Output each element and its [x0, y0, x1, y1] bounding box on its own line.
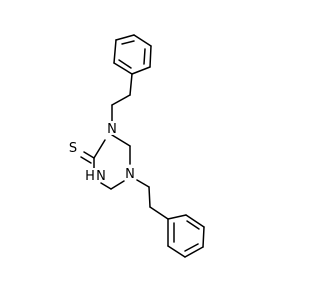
bond	[131, 66, 151, 75]
triazinane-ring	[80, 134, 131, 190]
lower-phenyl-ring	[167, 214, 205, 258]
double-bond-inner	[143, 48, 146, 65]
double-bond-inner	[186, 220, 200, 230]
atom-label-sulfur: S	[66, 140, 80, 156]
bond	[113, 39, 117, 64]
bond	[113, 62, 133, 75]
bond	[185, 214, 205, 228]
lower-ethyl-linker	[136, 179, 169, 220]
atom-label-nitrogen-3: H N	[85, 168, 110, 184]
bond	[110, 180, 125, 190]
upper-ethyl-linker	[111, 73, 133, 123]
bond	[111, 94, 131, 106]
thione-double-bond	[83, 151, 95, 159]
nitrogen-label: N	[107, 122, 117, 137]
hydrogen-label: H	[85, 169, 95, 184]
bond	[129, 73, 133, 96]
nitrogen-label: N	[125, 167, 135, 182]
bond	[93, 139, 106, 159]
structure-diagram: S N N H N	[66, 34, 205, 258]
bond	[202, 226, 205, 248]
sulfur-label: S	[69, 141, 77, 156]
upper-phenyl-ring	[113, 34, 152, 75]
atom-label-nitrogen-1: N	[105, 121, 119, 137]
atom-label-nitrogen-5: N	[123, 166, 137, 182]
bond	[149, 45, 152, 68]
bond	[133, 34, 152, 47]
bond	[167, 245, 186, 258]
thione-double-bond	[80, 156, 92, 164]
bond	[148, 186, 151, 208]
double-bond-inner	[121, 40, 135, 45]
bond	[184, 246, 204, 258]
bond	[100, 182, 112, 190]
double-bond-inner	[184, 243, 199, 252]
bond	[167, 214, 187, 220]
nitrogen-label: N	[96, 169, 106, 184]
double-bond-inner	[118, 59, 132, 69]
bond	[136, 179, 150, 188]
bond	[115, 34, 135, 41]
bond	[111, 134, 131, 147]
bond	[149, 206, 169, 220]
